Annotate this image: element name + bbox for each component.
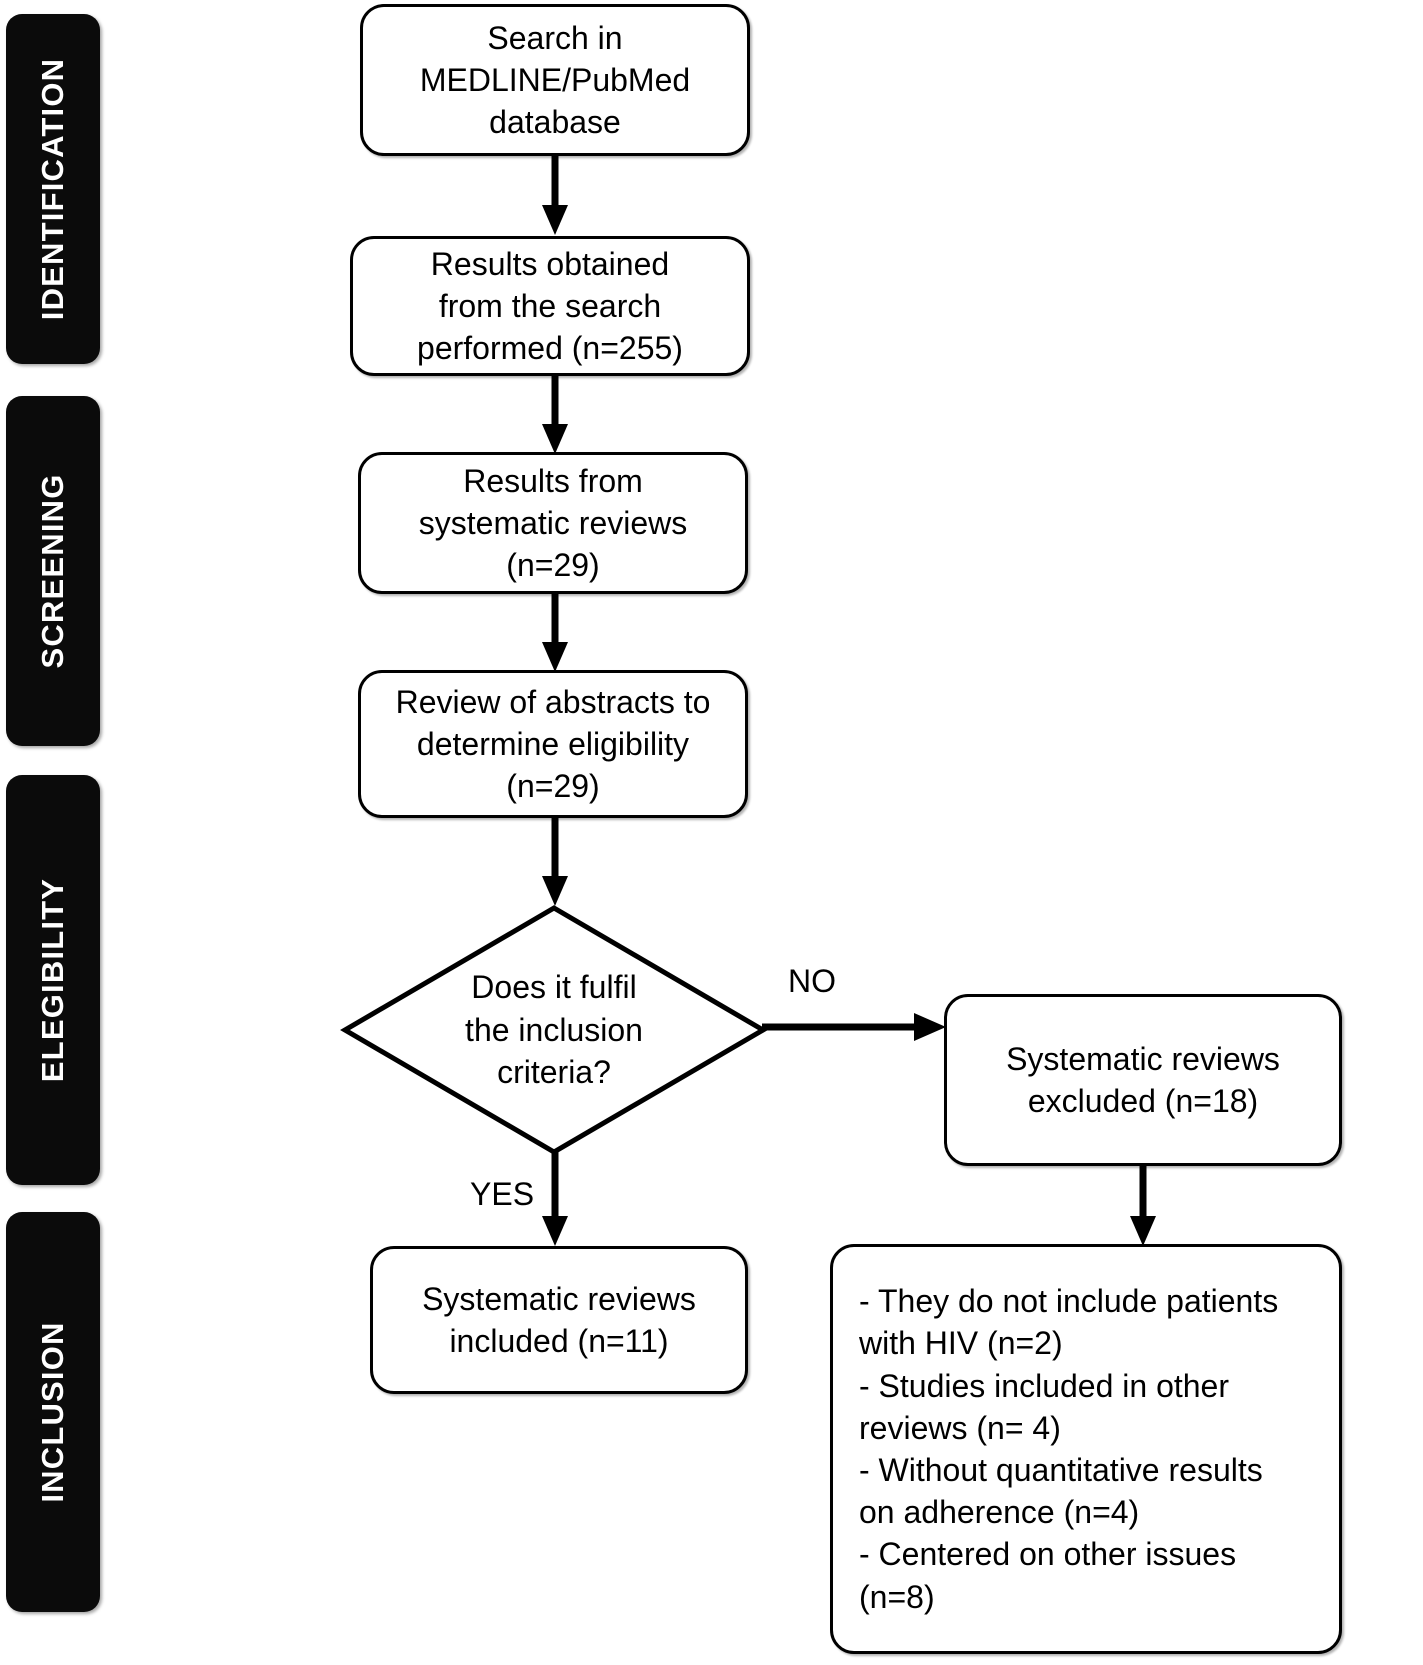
node-included-reviews: Systematic reviews included (n=11): [370, 1246, 748, 1394]
connector-decision-yes: [542, 1152, 568, 1246]
stage-label-screening: SCREENING: [35, 473, 70, 669]
stage-label-inclusion: INCLUSION: [35, 1321, 70, 1503]
connector-search-to-results: [542, 153, 568, 235]
node-review-abstracts-text: Review of abstracts to determine eligibi…: [395, 683, 711, 805]
stage-label-identification: IDENTIFICATION: [35, 57, 70, 321]
node-results-systematic-reviews-text: Results from systematic reviews (n=29): [418, 462, 688, 584]
node-excluded-reviews-text: Systematic reviews excluded (n=18): [1006, 1040, 1280, 1119]
node-exclusion-reasons: - They do not include patients with HIV …: [830, 1244, 1342, 1654]
node-included-reviews-text: Systematic reviews included (n=11): [422, 1280, 696, 1359]
node-results-systematic-reviews: Results from systematic reviews (n=29): [358, 452, 748, 594]
connector-results-to-systematic: [542, 374, 568, 454]
stage-bar-inclusion: INCLUSION: [6, 1212, 100, 1612]
node-review-abstracts: Review of abstracts to determine eligibi…: [358, 670, 748, 818]
stage-bar-screening: SCREENING: [6, 396, 100, 746]
stage-label-elegibility: ELEGIBILITY: [35, 877, 70, 1083]
node-search-database-text: Search in MEDLINE/PubMed database: [419, 19, 691, 141]
node-excluded-reviews: Systematic reviews excluded (n=18): [944, 994, 1342, 1166]
node-results-obtained-text: Results obtained from the search perform…: [417, 245, 683, 367]
connector-systematic-to-abstracts: [542, 592, 568, 672]
stage-bar-identification: IDENTIFICATION: [6, 14, 100, 364]
stage-bar-elegibility: ELEGIBILITY: [6, 775, 100, 1185]
node-decision-inclusion-criteria: Does it fulfil the inclusion criteria?: [340, 905, 768, 1155]
node-exclusion-reasons-text: - They do not include patients with HIV …: [859, 1283, 1279, 1615]
connector-excluded-to-reasons: [1130, 1164, 1156, 1246]
connector-abstracts-to-decision: [542, 816, 568, 906]
node-results-obtained: Results obtained from the search perform…: [350, 236, 750, 376]
branch-label-yes: YES: [470, 1176, 535, 1212]
branch-label-no: NO: [788, 963, 836, 999]
node-search-database: Search in MEDLINE/PubMed database: [360, 4, 750, 156]
connector-decision-no: [762, 1013, 946, 1041]
